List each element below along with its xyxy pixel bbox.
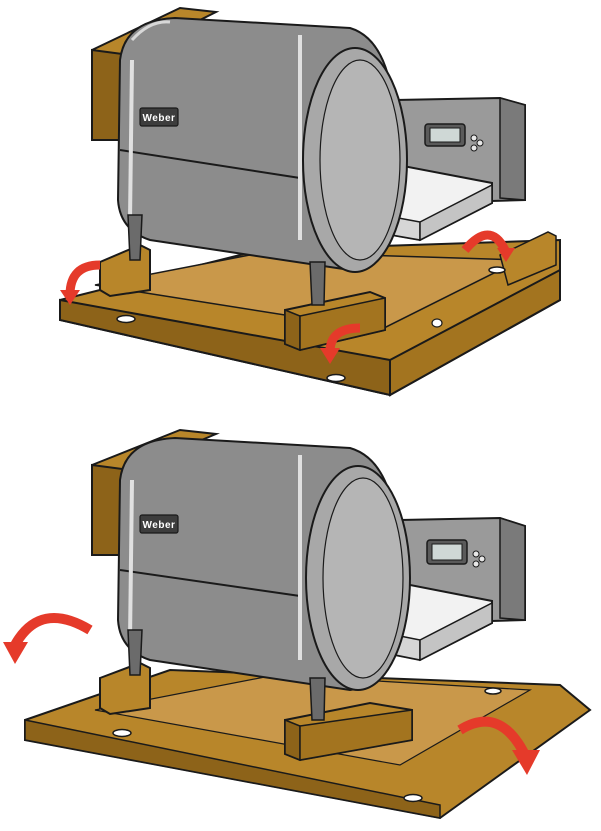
step-two-illustration: Weber [0, 420, 601, 831]
grill-drum: Weber [116, 16, 408, 306]
weber-logo-icon [139, 107, 179, 127]
unfold-arrow-left-icon [10, 613, 93, 648]
fold-arrow-right-icon [461, 230, 510, 254]
rotation-arrows [60, 230, 515, 364]
step-one-svg: Weber [59, 6, 561, 397]
weber-logo-text: Weber [143, 113, 176, 124]
weber-logo-icon [139, 514, 179, 534]
step-two-svg: Weber [3, 428, 592, 820]
rotation-arrows [3, 613, 540, 775]
weber-logo-text: Weber [143, 520, 176, 531]
grill-drum: Weber [116, 436, 411, 721]
step-one-illustration: Weber [0, 0, 601, 410]
unfold-arrow-right-icon [457, 716, 530, 758]
